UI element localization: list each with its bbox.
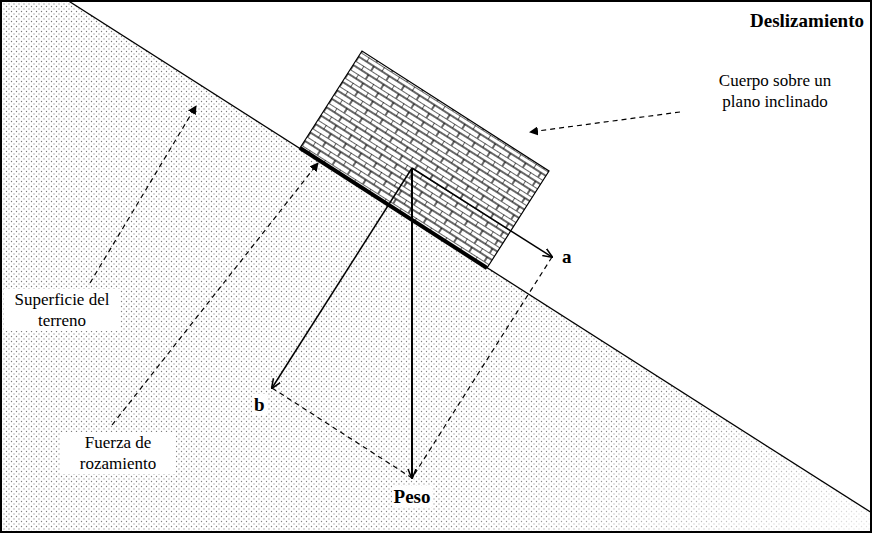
callout-label: Fuerza de rozamiento	[60, 432, 176, 474]
vector-label: a	[560, 246, 574, 267]
leader-line	[530, 112, 680, 132]
vector-label: Peso	[392, 486, 433, 507]
callout-label: Superficie del terreno	[4, 289, 120, 331]
vector-label: b	[252, 394, 267, 415]
brick-block	[300, 51, 549, 268]
callout-label: Cuerpo sobre un plano inclinado	[698, 70, 852, 112]
dashed-construction	[272, 388, 412, 478]
slope-line	[67, 0, 872, 513]
dashed-construction	[412, 257, 552, 478]
vector-b	[272, 168, 412, 388]
leader-line	[90, 106, 196, 283]
title: Deslizamiento	[748, 10, 866, 31]
friction-base	[300, 148, 487, 268]
vector-a	[412, 168, 552, 257]
leader-line	[112, 163, 318, 425]
vector-peso	[411, 168, 413, 478]
